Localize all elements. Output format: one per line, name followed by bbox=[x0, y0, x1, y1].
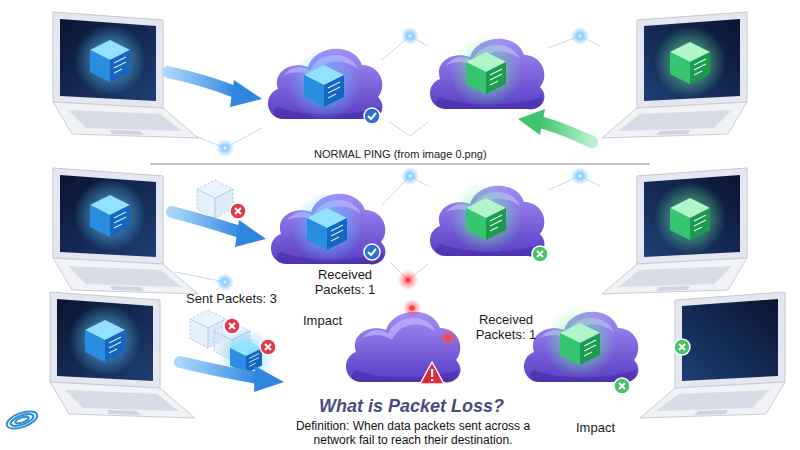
packet-count: Sent Packets: 3 bbox=[186, 292, 277, 307]
laptop-symbol bbox=[50, 12, 785, 418]
flow-arrow bbox=[254, 366, 284, 392]
packet-count: Received Packets: 1 bbox=[307, 268, 383, 298]
glow-dots bbox=[406, 278, 411, 283]
packet-drop-marker bbox=[403, 299, 457, 347]
glow-dots bbox=[571, 167, 589, 185]
diagram-caption: Definition: When data packets sent acros… bbox=[277, 419, 549, 447]
impact-label: Impact bbox=[303, 314, 342, 329]
flow-arrow bbox=[518, 109, 545, 135]
flow-arrow bbox=[230, 80, 262, 107]
status-badge bbox=[532, 246, 548, 262]
impact-label: Impact bbox=[576, 421, 615, 436]
warning-triangle bbox=[420, 362, 444, 384]
flow-arrow bbox=[180, 362, 258, 378]
status-badge bbox=[260, 339, 276, 355]
glow-dots bbox=[398, 270, 418, 290]
flow-arrow bbox=[168, 72, 592, 392]
brand-logo bbox=[5, 408, 40, 432]
data-cube bbox=[74, 24, 146, 96]
status-badge bbox=[364, 244, 380, 260]
status-badge bbox=[674, 339, 690, 355]
section-heading: NORMAL PING (from image 0.png) bbox=[310, 148, 491, 161]
status-badge bbox=[614, 378, 630, 394]
status-badge bbox=[224, 318, 240, 334]
divider-line bbox=[150, 164, 650, 165]
data-cube bbox=[69, 304, 141, 376]
data-cube bbox=[288, 49, 360, 121]
cloud-symbol bbox=[268, 39, 638, 383]
cloud-symbol bbox=[346, 312, 460, 383]
data-cube bbox=[654, 26, 726, 98]
laptop-symbol bbox=[53, 168, 198, 294]
laptop-symbol bbox=[640, 292, 785, 418]
packet-count: Received Packets: 1 bbox=[468, 313, 544, 343]
brand-logo bbox=[15, 415, 30, 424]
data-cube bbox=[74, 179, 146, 251]
connection-lines bbox=[390, 122, 428, 136]
packet-drop-marker bbox=[439, 329, 457, 347]
warning-triangle bbox=[431, 379, 433, 381]
data-cube bbox=[450, 36, 522, 108]
lost-packet-ghost bbox=[197, 180, 233, 218]
packet-drop-marker bbox=[446, 336, 451, 341]
brand-logo bbox=[9, 412, 35, 429]
laptop-symbol bbox=[50, 292, 195, 418]
laptop-symbol bbox=[602, 12, 747, 138]
connection-lines bbox=[175, 36, 600, 282]
data-cube bbox=[450, 182, 522, 254]
warning-triangle bbox=[431, 369, 433, 377]
data-cube bbox=[544, 307, 616, 379]
laptop-symbol bbox=[602, 168, 747, 294]
status-badge bbox=[224, 108, 690, 394]
glow-dots bbox=[401, 167, 419, 185]
diagram-title: What is Packet Loss? bbox=[319, 396, 504, 417]
glow-dots bbox=[216, 273, 234, 291]
packet-drop-marker bbox=[410, 306, 415, 311]
glow-dots bbox=[216, 27, 589, 291]
flow-arrow bbox=[235, 220, 266, 247]
brand-logo bbox=[5, 408, 40, 432]
status-badge bbox=[364, 108, 380, 124]
data-cube bbox=[69, 24, 726, 379]
flow-arrow bbox=[540, 122, 592, 142]
glow-dots bbox=[216, 139, 234, 157]
status-badge bbox=[230, 203, 246, 219]
glow-dots bbox=[571, 27, 589, 45]
data-cube bbox=[291, 192, 363, 264]
warning-triangle bbox=[420, 362, 444, 384]
flow-arrow bbox=[168, 72, 238, 93]
packet-drop-marker bbox=[403, 299, 421, 317]
glow-dots bbox=[401, 27, 419, 45]
data-cube bbox=[654, 182, 726, 254]
